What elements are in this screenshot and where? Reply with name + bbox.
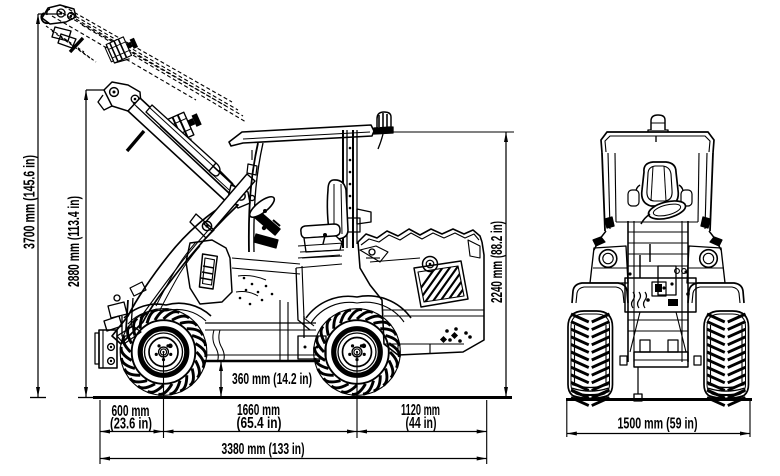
svg-text:3700 mm (145.6 in): 3700 mm (145.6 in) (22, 155, 39, 249)
svg-text:1660 mm: 1660 mm (237, 402, 280, 419)
svg-text:600 mm: 600 mm (112, 403, 150, 420)
svg-text:(65.4 in): (65.4 in) (237, 415, 282, 432)
svg-text:1500 mm (59 in): 1500 mm (59 in) (618, 416, 698, 433)
svg-text:2880 mm (113.4 in): 2880 mm (113.4 in) (66, 196, 83, 287)
svg-text:(44 in): (44 in) (406, 415, 437, 432)
svg-text:1120 mm: 1120 mm (401, 402, 440, 419)
svg-text:3380 mm (133 in): 3380 mm (133 in) (222, 441, 305, 458)
svg-text:360 mm (14.2 in): 360 mm (14.2 in) (232, 371, 312, 388)
svg-text:(23.6 in): (23.6 in) (110, 416, 152, 433)
svg-text:2240 mm (88.2 in): 2240 mm (88.2 in) (489, 221, 506, 303)
